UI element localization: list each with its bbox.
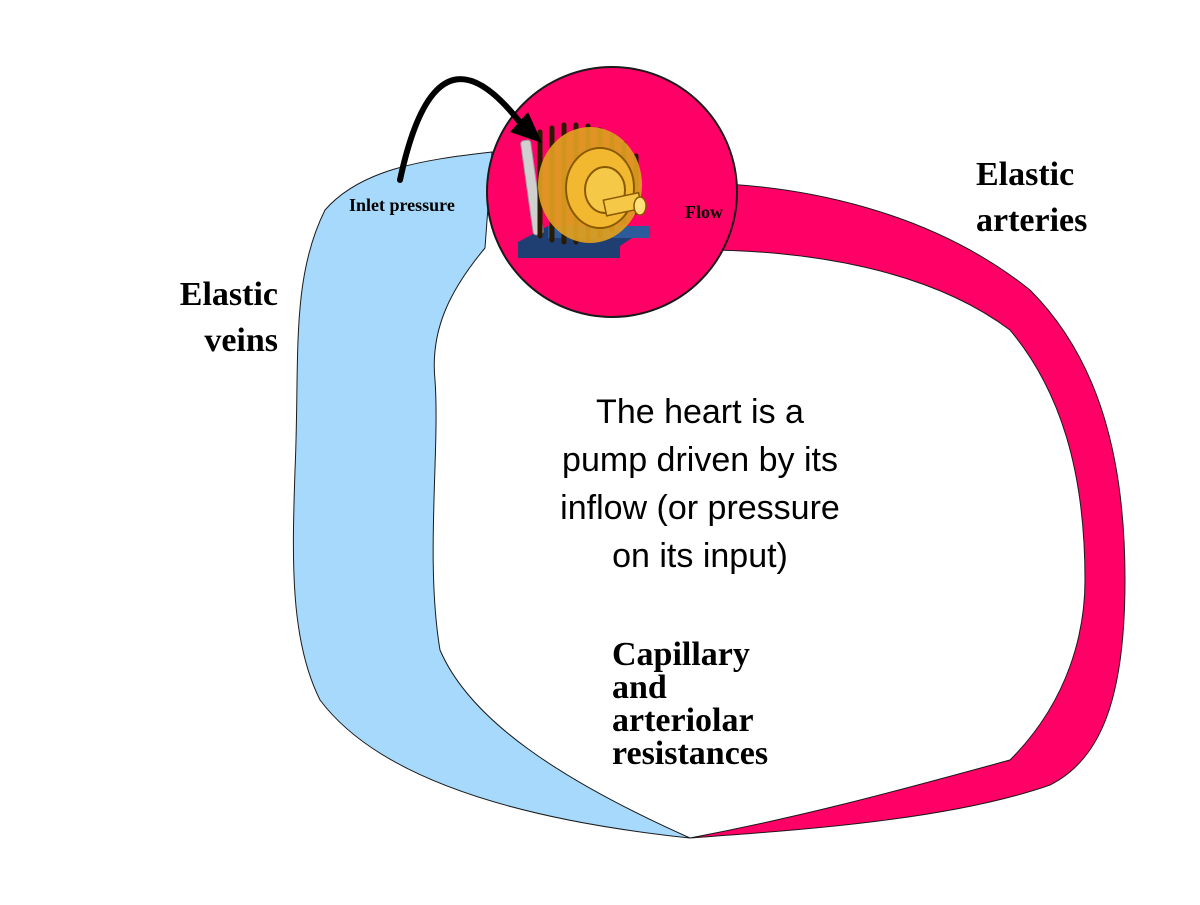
elastic-arteries-line-1: Elastic <box>976 156 1075 193</box>
main-description-line-1: The heart is a <box>596 393 804 431</box>
artery-band <box>689 182 1126 839</box>
main-description-line-3: inflow (or pressure <box>560 489 840 527</box>
resistances-line-1: Capillary <box>612 636 750 673</box>
vein-band <box>292 151 691 839</box>
resistances-line-3: arteriolar <box>612 702 754 739</box>
resistances-line-4: resistances <box>612 735 769 772</box>
elastic-arteries-line-2: arteries <box>976 202 1088 239</box>
motor-icon <box>518 122 650 258</box>
main-description: The heart is a pump driven by its inflow… <box>500 388 900 580</box>
elastic-veins-label: Elastic veins <box>150 272 278 364</box>
curved-arrow-icon <box>397 76 542 183</box>
main-description-line-4: on its input) <box>612 537 788 575</box>
main-description-line-2: pump driven by its <box>562 441 838 479</box>
elastic-arteries-label: Elastic arteries <box>976 152 1087 244</box>
flow-label: Flow <box>685 202 723 222</box>
resistances-label: Capillary and arteriolar resistances <box>612 636 769 772</box>
resistances-line-2: and <box>612 669 667 706</box>
elastic-veins-line-2: veins <box>204 322 278 359</box>
inlet-pressure-label: Inlet pressure <box>349 195 455 215</box>
elastic-veins-line-1: Elastic <box>179 276 278 313</box>
